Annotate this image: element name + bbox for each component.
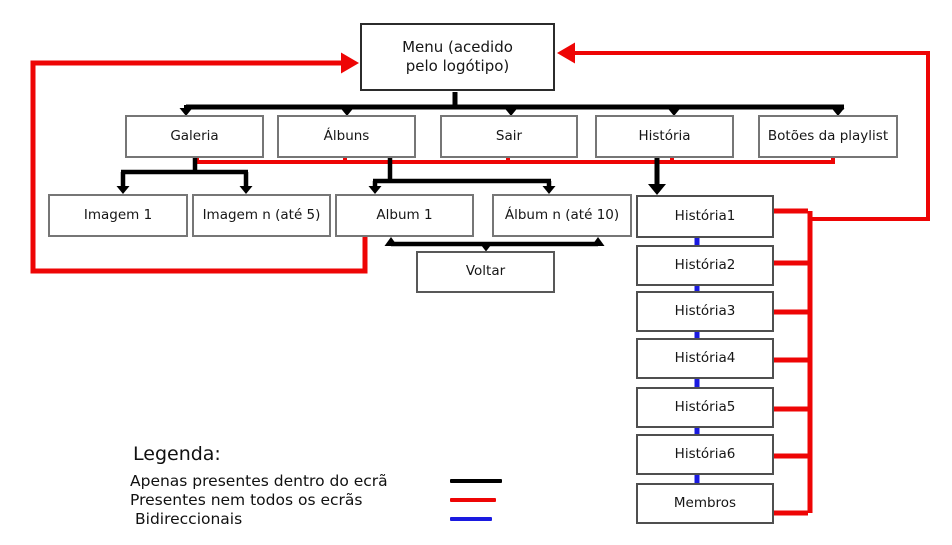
galeria-children-connector <box>116 155 253 194</box>
node-historia-2: História2 <box>636 245 774 286</box>
node-membros-label: Membros <box>673 494 737 511</box>
node-album-n: Álbum n (até 10) <box>492 194 632 237</box>
historia-column-to-menu-red-connector <box>557 42 930 516</box>
node-galeria: Galeria <box>125 115 264 158</box>
node-albuns-label: Álbuns <box>323 127 370 144</box>
node-imagem-1: Imagem 1 <box>48 194 188 237</box>
node-historia-2-label: História2 <box>674 256 736 273</box>
node-imagem-n-label: Imagem n (até 5) <box>202 206 321 223</box>
node-historia-1: História1 <box>636 195 774 238</box>
node-historia-1-label: História1 <box>674 207 736 224</box>
album1-to-menu-red-connector <box>30 52 368 274</box>
node-voltar-label: Voltar <box>465 263 506 280</box>
legend-swatch-red-line <box>450 498 496 502</box>
legend-swatch-blue-line <box>450 517 492 521</box>
node-botoes-playlist: Botões da playlist <box>758 115 898 158</box>
node-imagem-1-label: Imagem 1 <box>83 206 153 223</box>
node-historia-4: História4 <box>636 338 774 379</box>
node-historia-6: História6 <box>636 434 774 475</box>
node-voltar: Voltar <box>416 251 555 293</box>
node-membros: Membros <box>636 483 774 524</box>
node-historia-3-label: História3 <box>674 302 736 319</box>
albuns-children-connector <box>368 155 556 194</box>
voltar-bidirectional-connector <box>384 237 605 252</box>
node-menu: Menu (acedido pelo logótipo) <box>360 23 555 91</box>
legend-item-screen-only-label: Apenas presentes dentro do ecrã <box>130 472 388 490</box>
node-galeria-label: Galeria <box>170 127 219 144</box>
menu-children-connector <box>179 92 845 116</box>
historia-to-historia1-connector <box>648 155 666 195</box>
node-album-1: Album 1 <box>335 194 474 237</box>
node-historia-3: História3 <box>636 291 774 332</box>
node-historia-label: História <box>638 127 691 144</box>
node-album-n-label: Álbum n (até 10) <box>504 206 620 223</box>
node-menu-label: Menu (acedido pelo logótipo) <box>402 37 513 76</box>
legend-item-not-all-screens-label: Presentes nem todos os ecrãs <box>130 491 363 509</box>
legend-title: Legenda: <box>133 443 221 465</box>
node-historia-5-label: História5 <box>674 398 736 415</box>
legend-swatch-black-line <box>450 479 502 483</box>
legend: Legenda: Apenas presentes dentro do ecrã… <box>130 443 502 529</box>
legend-item-not-all-screens: Presentes nem todos os ecrãs <box>130 491 502 509</box>
legend-item-screen-only: Apenas presentes dentro do ecrã <box>130 472 502 490</box>
node-historia-5: História5 <box>636 387 774 428</box>
legend-item-bidirectional-label: Bidireccionais <box>135 510 243 528</box>
legend-item-bidirectional: Bidireccionais <box>130 510 502 528</box>
node-sair: Sair <box>440 115 578 158</box>
node-historia: História <box>595 115 734 158</box>
node-botoes-playlist-label: Botões da playlist <box>767 127 889 144</box>
node-album-1-label: Album 1 <box>376 206 433 223</box>
node-sair-label: Sair <box>495 127 523 144</box>
node-imagem-n: Imagem n (até 5) <box>192 194 331 237</box>
node-historia-4-label: História4 <box>674 349 736 366</box>
node-albuns: Álbuns <box>277 115 416 158</box>
node-historia-6-label: História6 <box>674 445 736 462</box>
